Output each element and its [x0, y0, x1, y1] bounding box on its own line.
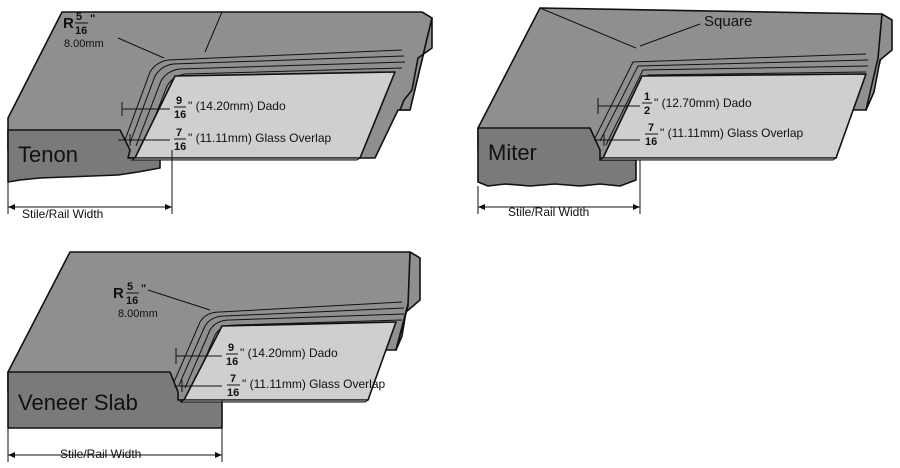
veneer-dado-text: " (14.20mm) Dado: [240, 346, 338, 360]
miter-profile: [477, 7, 893, 214]
veneer-dado-num: 9: [228, 342, 234, 354]
veneer-radius-num: 5: [127, 281, 133, 293]
miter-overlap-num: 7: [648, 122, 654, 134]
veneer-width-label: Stile/Rail Width: [60, 447, 141, 461]
miter-dado-text: " (12.70mm) Dado: [654, 96, 752, 110]
veneer-radius-den: 16: [126, 295, 138, 307]
tenon-overlap-text: " (11.11mm) Glass Overlap: [188, 131, 332, 145]
tenon-radius-prefix: R: [63, 15, 74, 32]
veneer-overlap-den: 16: [227, 387, 239, 399]
tenon-radius-mm: 8.00mm: [64, 38, 104, 50]
tenon-dado-text: " (14.20mm) Dado: [188, 99, 286, 113]
tenon-radius-unit: ": [90, 13, 95, 25]
miter-width-label: Stile/Rail Width: [508, 205, 589, 219]
tenon-title: Tenon: [18, 142, 78, 167]
tenon-radius-den: 16: [75, 25, 87, 37]
miter-title: Miter: [488, 140, 537, 165]
veneer-radius-unit: ": [141, 283, 146, 295]
veneer-radius-mm: 8.00mm: [118, 308, 158, 320]
veneer-radius-prefix: R: [113, 285, 124, 302]
miter-overlap-den: 16: [645, 136, 657, 148]
tenon-width-label: Stile/Rail Width: [22, 207, 103, 221]
tenon-profile: [7, 11, 433, 214]
veneer-overlap-text: " (11.11mm) Glass Overlap: [242, 377, 386, 391]
veneer-overlap-num: 7: [230, 373, 236, 385]
veneer-slab-profile: [7, 251, 421, 462]
veneer-dado-den: 16: [226, 356, 238, 368]
tenon-overlap-num: 7: [176, 127, 182, 139]
tenon-dado-den: 16: [174, 109, 186, 121]
miter-corner-label: Square: [704, 13, 752, 30]
miter-dado-den: 2: [644, 105, 650, 117]
tenon-dado-num: 9: [176, 95, 182, 107]
veneer-title: Veneer Slab: [18, 390, 138, 415]
tenon-radius-num: 5: [76, 11, 82, 23]
tenon-overlap-den: 16: [174, 141, 186, 153]
miter-dado-num: 1: [644, 91, 650, 103]
miter-overlap-text: " (11.11mm) Glass Overlap: [660, 126, 804, 140]
